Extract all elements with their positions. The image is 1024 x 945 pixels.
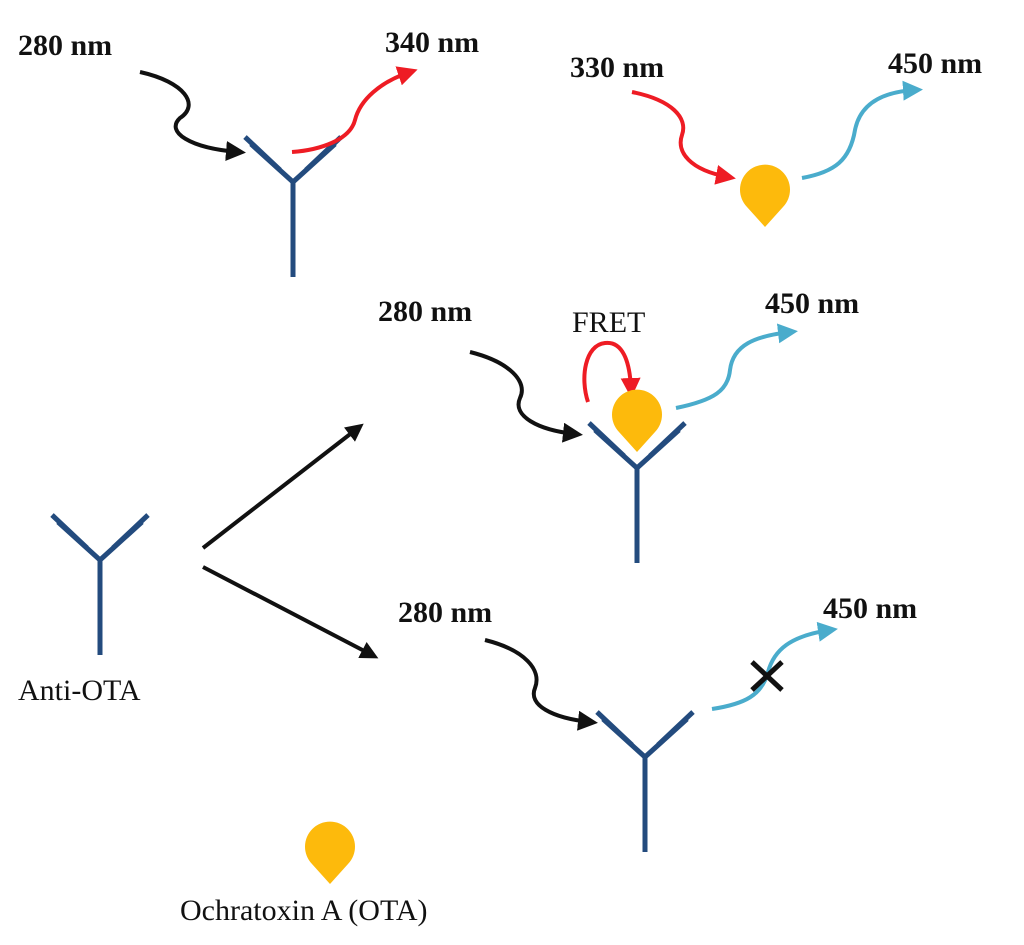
excitation-arrow-red [631, 90, 736, 185]
emission-arrow-red [291, 66, 418, 154]
fret-label: FRET [572, 306, 645, 339]
panel-fret: 280 nm FRET 450 nm [378, 287, 859, 563]
panel-antibody-only: 280 nm 340 nm [18, 26, 479, 277]
antibody-icon [52, 515, 148, 655]
branch-arrow-with-ota [201, 423, 364, 550]
legend-antibody: Anti-OTA [18, 515, 148, 707]
label-450nm: 450 nm [823, 592, 917, 625]
branch-arrow-without-ota [202, 565, 379, 659]
antibody-icon [597, 712, 693, 852]
excitation-arrow [139, 70, 246, 161]
label-330nm: 330 nm [570, 51, 664, 84]
panel-ota-only: 330 nm 450 nm [570, 47, 982, 227]
label-280nm: 280 nm [378, 295, 472, 328]
legend-ota: Ochratoxin A (OTA) [180, 821, 428, 927]
label-280nm: 280 nm [18, 29, 112, 62]
ota-icon [612, 389, 662, 452]
legend-antibody-label: Anti-OTA [18, 674, 141, 707]
excitation-arrow [484, 638, 598, 731]
legend-ota-label: Ochratoxin A (OTA) [180, 894, 428, 927]
label-450nm: 450 nm [888, 47, 982, 80]
label-450nm: 450 nm [765, 287, 859, 320]
ota-icon [305, 821, 355, 884]
emission-arrow-blue [801, 80, 923, 180]
label-340nm: 340 nm [385, 26, 479, 59]
excitation-arrow [469, 350, 583, 443]
label-280nm: 280 nm [398, 596, 492, 629]
ota-icon [740, 164, 790, 227]
emission-arrow-blue [675, 323, 798, 410]
fret-arrow [582, 340, 641, 403]
antibody-icon [245, 137, 341, 277]
panel-no-ota: 280 nm 450 nm [398, 592, 917, 852]
blocked-x-icon [750, 660, 784, 692]
